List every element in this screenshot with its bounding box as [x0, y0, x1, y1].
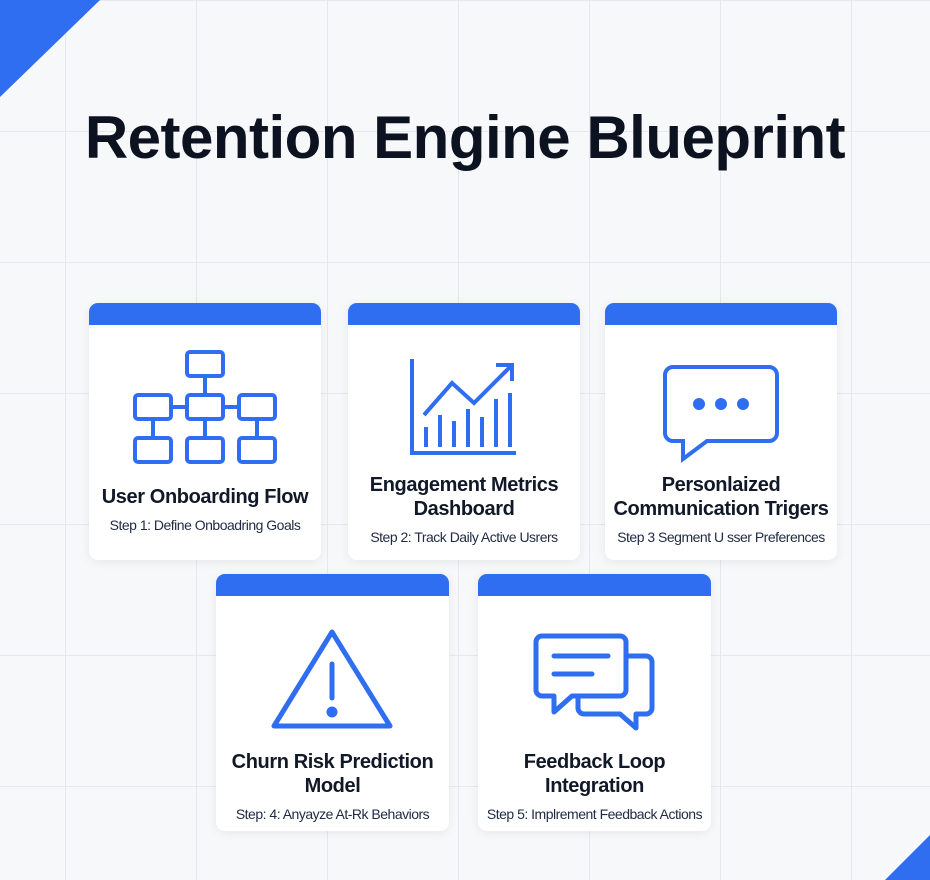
growth-chart-icon [348, 325, 580, 470]
card-feedback-loop: Feedback Loop Integration Step 5: Implre… [478, 574, 711, 831]
card-step: Step 2: Track Daily Active Usrers [370, 529, 558, 545]
card-header-bar [89, 303, 321, 325]
corner-decoration [885, 835, 930, 880]
card-step: Step: 4: Anyayze At-Rk Behaviors [235, 806, 430, 822]
card-title: Churn Risk Prediction Model [231, 751, 434, 797]
card-title: User Onboarding Flow [101, 486, 309, 508]
card-title: Personlaized Communication Trigers [613, 474, 829, 520]
card-header-bar [478, 574, 711, 596]
page-title: Retention Engine Blueprint [84, 104, 846, 171]
card-title: Engagement Metrics Dashboard [369, 474, 559, 520]
card-step: Step 1: Define Onboadring Goals [109, 517, 301, 533]
card-step: Step 5: Implrement Feedback Actions [486, 806, 703, 822]
card-personalized-communication: Personlaized Communication Trigers Step … [605, 303, 837, 560]
card-header-bar [216, 574, 449, 596]
card-engagement-metrics: Engagement Metrics Dashboard Step 2: Tra… [348, 303, 580, 560]
conversation-icon [478, 596, 711, 746]
chat-bubble-icon [605, 325, 837, 470]
card-title: Feedback Loop Integration [523, 751, 666, 797]
warning-icon [216, 596, 449, 746]
card-churn-risk: Churn Risk Prediction Model Step: 4: Any… [216, 574, 449, 831]
card-step: Step 3 Segment U sser Preferences [617, 529, 825, 545]
card-header-bar [348, 303, 580, 325]
card-user-onboarding: User Onboarding Flow Step 1: Define Onbo… [89, 303, 321, 560]
card-header-bar [605, 303, 837, 325]
flowchart-icon [89, 325, 321, 470]
corner-decoration [0, 0, 100, 97]
